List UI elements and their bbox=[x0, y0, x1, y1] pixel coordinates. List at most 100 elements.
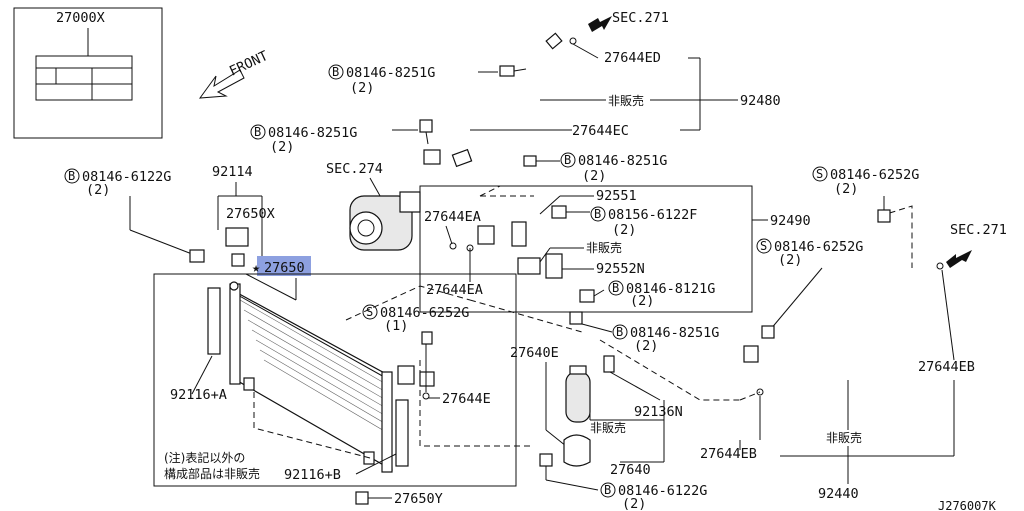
part-08146-8251G: 08146-8251G bbox=[346, 65, 435, 81]
sec271-top: SEC.271 bbox=[569, 10, 669, 45]
part-08146-6252G: 08146-6252G bbox=[380, 305, 469, 321]
label-frame bbox=[13, 7, 163, 139]
svg-text:(2): (2) bbox=[86, 182, 110, 198]
note-line-1: (注)表記以外の bbox=[164, 450, 245, 465]
circle-s-icon bbox=[756, 238, 772, 254]
diagram-id: J276007K bbox=[938, 499, 997, 511]
condenser-frame bbox=[153, 273, 517, 487]
bolt-callout-8251-c: B 08146-8251G (2) bbox=[523, 152, 667, 184]
hose-92480 bbox=[423, 32, 563, 168]
bolt-icon bbox=[499, 65, 527, 77]
part-92551: 92551 bbox=[596, 188, 637, 204]
front-label: FRONT bbox=[227, 48, 271, 80]
circle-b-icon bbox=[64, 168, 80, 184]
pipe-27644E bbox=[397, 365, 435, 400]
part-92116A: 92116+A bbox=[170, 387, 227, 403]
svg-text:(2): (2) bbox=[634, 338, 658, 354]
part-27000X: 27000X bbox=[56, 10, 105, 26]
not-for-sale-2: 非販売 bbox=[586, 240, 622, 255]
circle-b-icon bbox=[328, 64, 344, 80]
not-for-sale-4: 非販売 bbox=[826, 430, 862, 445]
compressor: SEC.274 bbox=[326, 161, 421, 251]
bolt-icon bbox=[579, 289, 595, 303]
svg-text:B: B bbox=[604, 483, 611, 497]
circle-b-icon bbox=[590, 206, 606, 222]
part-92136N: 92136N bbox=[634, 404, 683, 420]
svg-text:S: S bbox=[366, 305, 373, 319]
circle-b-icon bbox=[560, 152, 576, 168]
bolt-icon bbox=[539, 453, 553, 467]
bolt-callout-8251-b: B 08146-8251G (2) bbox=[250, 124, 357, 155]
screw-callout-6252-a: S 08146-6252G (2) bbox=[812, 166, 919, 223]
part-92114: 92114 bbox=[212, 164, 253, 180]
pipe-92440 bbox=[743, 266, 937, 412]
sec274-label: SEC.274 bbox=[326, 161, 383, 177]
screw-callout-6252-c: S 08146-6252G (1) bbox=[362, 304, 469, 334]
svg-text:B: B bbox=[612, 281, 619, 295]
svg-text:(2): (2) bbox=[270, 139, 294, 155]
part-08146-6122G: 08146-6122G bbox=[82, 169, 171, 185]
part-08146-8121G: 08146-8121G bbox=[626, 281, 715, 297]
bolt-icon bbox=[877, 209, 891, 223]
receiver-drier bbox=[563, 355, 615, 467]
part-08146-8251G: 08146-8251G bbox=[268, 125, 357, 141]
pressure-switch-icon bbox=[603, 355, 615, 373]
circle-s-icon bbox=[812, 166, 828, 182]
part-08146-6252G: 08146-6252G bbox=[830, 167, 919, 183]
part-27644EC: 27644EC bbox=[572, 123, 629, 139]
bushing-27650Y-icon bbox=[355, 491, 369, 505]
bolt-callout-6122-a: B 08146-6122G (2) bbox=[64, 168, 205, 263]
part-27644EB-lower: 27644EB bbox=[700, 446, 757, 462]
bolt-icon bbox=[419, 119, 433, 145]
part-27650: 27650 bbox=[264, 260, 305, 276]
assembly-92490: 92490 27644EA 27644EA 92551 B 08156-6122… bbox=[419, 185, 811, 313]
part-27644ED: 27644ED bbox=[604, 50, 661, 66]
sec271-right-label: SEC.271 bbox=[950, 222, 1007, 238]
sec-arrow-icon bbox=[588, 16, 612, 32]
part-27640E: 27640E bbox=[510, 345, 559, 361]
part-27644EA-lower: 27644EA bbox=[426, 282, 483, 298]
svg-text:(2): (2) bbox=[834, 181, 858, 197]
svg-text:(2): (2) bbox=[778, 252, 802, 268]
seal-92116A bbox=[207, 287, 221, 355]
svg-text:(2): (2) bbox=[582, 168, 606, 184]
circle-b-icon bbox=[608, 280, 624, 296]
part-08156-6122F: 08156-6122F bbox=[608, 207, 697, 223]
drier-bracket bbox=[563, 434, 591, 467]
part-08146-8251G: 08146-8251G bbox=[630, 325, 719, 341]
bolt-icon bbox=[569, 311, 583, 325]
condenser bbox=[207, 281, 409, 473]
svg-text:B: B bbox=[68, 169, 75, 183]
bolt-icon bbox=[523, 155, 537, 167]
svg-text:B: B bbox=[254, 125, 261, 139]
part-08146-6252G: 08146-6252G bbox=[774, 239, 863, 255]
svg-text:(1): (1) bbox=[384, 318, 408, 334]
sec-arrow-icon bbox=[946, 250, 972, 268]
bolt-icon bbox=[421, 331, 433, 345]
svg-text:(2): (2) bbox=[630, 293, 654, 309]
front-arrow-icon: FRONT bbox=[198, 48, 271, 99]
bracket-icon bbox=[225, 227, 249, 247]
note-line-2: 構成部品は非販売 bbox=[164, 466, 260, 481]
svg-text:(2): (2) bbox=[622, 496, 646, 511]
bolt-icon bbox=[189, 249, 205, 263]
svg-text:B: B bbox=[594, 207, 601, 221]
part-92480: 92480 bbox=[740, 93, 781, 109]
svg-text:S: S bbox=[816, 167, 823, 181]
svg-text:B: B bbox=[616, 325, 623, 339]
part-27650-highlight[interactable]: ★ 27650 bbox=[252, 256, 311, 276]
part-27644EA-upper: 27644EA bbox=[424, 209, 481, 225]
label-box-group: 27000X bbox=[13, 7, 163, 139]
bolt-callout-8251-d: B 08146-8251G (2) bbox=[569, 311, 719, 354]
svg-text:B: B bbox=[332, 65, 339, 79]
part-92552N: 92552N bbox=[596, 261, 645, 277]
circle-b-icon bbox=[612, 324, 628, 340]
svg-text:(2): (2) bbox=[350, 80, 374, 96]
part-92116B: 92116+B bbox=[284, 467, 341, 483]
svg-text:B: B bbox=[564, 153, 571, 167]
seal-92116B bbox=[395, 399, 409, 467]
part-27644EB-upper: 27644EB bbox=[918, 359, 975, 375]
not-for-sale-3: 非販売 bbox=[590, 420, 626, 435]
part-27640: 27640 bbox=[610, 462, 651, 478]
bolt-callout-6122-b: B 08146-6122G (2) bbox=[539, 453, 707, 511]
